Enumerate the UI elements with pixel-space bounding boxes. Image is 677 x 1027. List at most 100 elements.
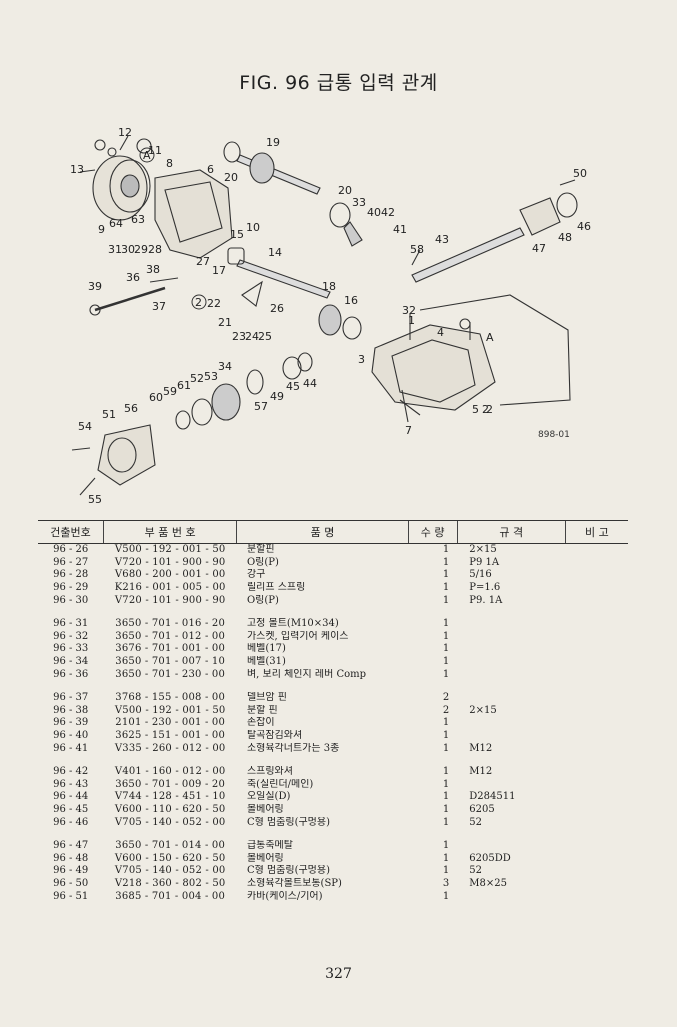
part-number-cell: V401 - 160 - 012 - 00	[114, 766, 226, 778]
quantity-cell: 1	[442, 618, 450, 630]
part-number-cell: 3650 - 701 - 230 - 00	[115, 668, 226, 680]
ref-no-cell: 96 - 34	[53, 656, 89, 668]
callout-23: 23	[232, 330, 246, 343]
exploded-parts-diagram: A 2 1 2 3 4 5 6 7 8 9 10 11 12 13 14 15 …	[0, 110, 677, 510]
part-number-cell: V680 - 200 - 001 - 00	[114, 569, 226, 581]
spec-cell	[457, 618, 565, 631]
callout-41: 41	[393, 223, 407, 236]
ref-no-cell: 96 - 50	[53, 878, 89, 890]
callout-28: 28	[148, 243, 162, 256]
ref-no-cell: 96 - 51	[53, 890, 89, 902]
callout-2: A	[486, 331, 494, 344]
spec-cell: 5/16	[469, 569, 492, 581]
remark-cell	[565, 656, 628, 669]
callout-61: 61	[177, 379, 191, 392]
group-spacer-cell	[38, 830, 628, 841]
spec-cell	[457, 891, 565, 904]
spec-cell	[457, 692, 565, 705]
callout-58: 58	[410, 243, 424, 256]
part-number-cell: 3650 - 701 - 016 - 20	[115, 618, 226, 630]
quantity-cell: 1	[442, 656, 450, 668]
quantity-cell: 1	[442, 766, 450, 778]
quantity-cell: 1	[442, 840, 450, 852]
remark-cell	[565, 779, 628, 792]
part-name-cell: 베벨(31)	[246, 656, 286, 668]
part-name-cell: 분할 핀	[246, 704, 278, 716]
part-number-cell: 3685 - 701 - 004 - 00	[115, 890, 226, 902]
quantity-cell: 1	[442, 544, 450, 555]
callout-57: 57	[254, 400, 268, 413]
part-number-cell: 3650 - 701 - 007 - 10	[115, 656, 226, 668]
callout-19: 19	[266, 136, 280, 149]
callout-48: 48	[558, 231, 572, 244]
spec-cell: M8×25	[469, 878, 507, 890]
callout-63: 63	[131, 213, 145, 226]
callout-25: 25	[258, 330, 272, 343]
part-name-cell: 스프링와셔	[246, 766, 293, 778]
callout-32: 32	[402, 304, 416, 317]
header-quantity: 수 량	[407, 520, 458, 544]
callout-4: 4	[437, 326, 444, 339]
remark-cell	[565, 878, 628, 891]
part-number-cell: V500 - 192 - 001 - 50	[114, 544, 226, 555]
callout-7: 7	[405, 424, 412, 437]
remark-cell	[565, 717, 628, 730]
callout-44: 44	[303, 377, 317, 390]
remark-cell	[565, 631, 628, 644]
callout-30: 30	[121, 243, 135, 256]
table-row: 96 - 34 3650 - 701 - 007 - 10 베벨(31) 1	[38, 656, 628, 669]
part-name-cell: 볼베어링	[246, 804, 284, 816]
callout-8: 8	[166, 157, 173, 170]
group-spacer	[38, 830, 628, 841]
figure-code: 898-01	[538, 430, 570, 440]
ref-no-cell: 96 - 49	[53, 865, 89, 877]
callout-24: 24	[245, 330, 259, 343]
header-remark: 비 고	[564, 520, 628, 544]
spec-cell: 2×15	[469, 544, 497, 555]
ref-no-cell: 96 - 47	[53, 840, 89, 852]
header-ref-no: 건출번호	[38, 520, 104, 544]
callout-A: A	[143, 149, 151, 162]
callout-59: 59	[163, 385, 177, 398]
part-name-cell: 강구	[246, 569, 266, 581]
remark-cell	[565, 618, 628, 631]
part-name-cell: 볼베어링	[246, 852, 284, 864]
ref-no-cell: 96 - 39	[53, 717, 89, 729]
quantity-cell: 1	[442, 569, 450, 581]
part-number-cell: 2101 - 230 - 001 - 00	[115, 717, 226, 729]
remark-cell	[565, 853, 628, 866]
spec-cell	[457, 730, 565, 743]
part-number-cell: 3650 - 701 - 014 - 00	[115, 840, 226, 852]
quantity-cell: 3	[442, 878, 450, 890]
callout-46: 46	[577, 220, 591, 233]
quantity-cell: 1	[442, 643, 450, 655]
quantity-cell: 1	[442, 804, 450, 816]
spec-cell: P9. 1A	[469, 594, 503, 606]
spec-cell	[457, 669, 565, 682]
spec-cell: 52	[469, 816, 482, 828]
group-spacer	[38, 756, 628, 767]
spec-cell: M12	[469, 742, 493, 754]
remark-cell	[565, 595, 628, 608]
part-number-cell: V720 - 101 - 900 - 90	[114, 594, 226, 606]
quantity-cell: 2	[442, 692, 450, 704]
ref-no-cell: 96 - 31	[53, 618, 89, 630]
callout-45: 45	[286, 380, 300, 393]
spec-cell: M12	[469, 766, 493, 778]
